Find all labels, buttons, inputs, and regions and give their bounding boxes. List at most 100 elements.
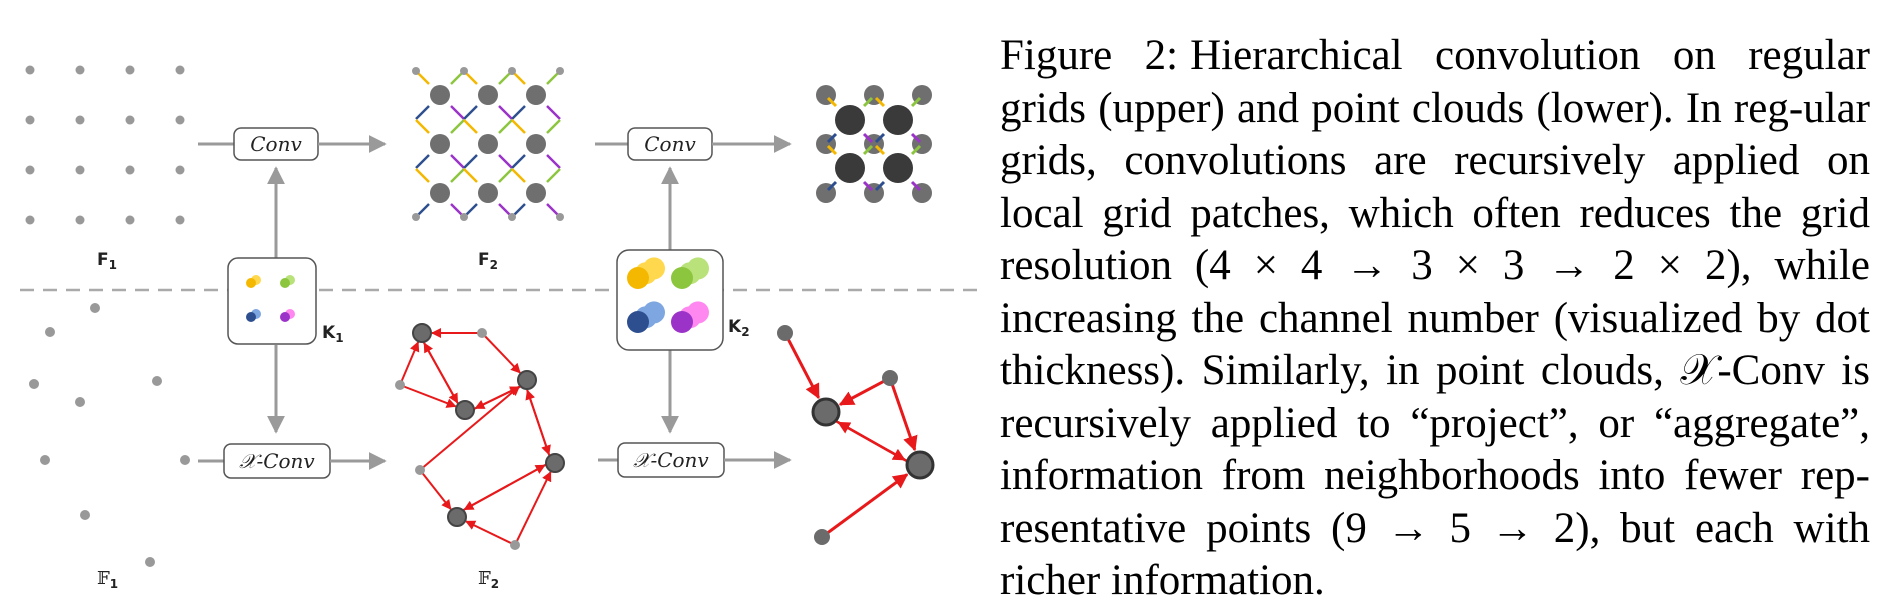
- grid-edge: [874, 132, 886, 144]
- grid-point: [556, 213, 564, 221]
- cloud-point: [90, 303, 100, 313]
- grid-edge: [546, 154, 561, 169]
- grid-edge: [862, 144, 874, 156]
- grid-point: [175, 215, 185, 225]
- aggregation-arrow: [783, 332, 820, 400]
- cloud-point: [811, 397, 841, 427]
- grid-point: [430, 183, 450, 203]
- grid-edge: [862, 96, 874, 108]
- grid-edge: [450, 154, 465, 169]
- cloud-point: [80, 510, 90, 520]
- cloud-point: [40, 455, 50, 465]
- feature-grid-2x2: [816, 85, 932, 203]
- grid-edge: [826, 144, 838, 156]
- kernel-dot: [627, 267, 649, 289]
- cloud-point: [447, 507, 467, 527]
- cloud-point: [180, 455, 190, 465]
- caption-label: Figure 2:: [1000, 32, 1179, 79]
- kernel-k2: K2: [616, 166, 750, 434]
- conv-label-2: Conv: [644, 132, 696, 156]
- grid-edge: [874, 144, 886, 156]
- grid-point: [125, 215, 135, 225]
- grid-point: [175, 65, 185, 75]
- aggregated-point-cloud-5: [395, 323, 565, 550]
- grid-edge: [511, 168, 526, 183]
- grid-point: [125, 115, 135, 125]
- grid-edge: [910, 96, 922, 108]
- aggregation-arrow: [419, 385, 521, 471]
- cloud-point: [152, 376, 162, 386]
- grid-point: [412, 67, 420, 75]
- aggregation-arrow: [481, 332, 521, 374]
- grid-edge: [511, 154, 526, 169]
- kernel-dot: [246, 312, 256, 322]
- grid-edge: [826, 180, 838, 192]
- grid-point: [883, 105, 913, 135]
- aggregation-arrow: [838, 376, 891, 406]
- aggregated-point-cloud-2: [777, 325, 935, 545]
- feature-grid-3x3: [412, 67, 564, 221]
- grid-edge: [463, 119, 478, 134]
- grid-edge: [826, 96, 838, 108]
- grid-point: [508, 67, 516, 75]
- grid-edge: [511, 119, 526, 134]
- feature-label-f1: F1: [97, 250, 117, 272]
- grid-edge: [546, 168, 561, 183]
- kernel-dot: [280, 312, 290, 322]
- cloud-point: [412, 323, 432, 343]
- grid-edge: [498, 154, 513, 169]
- cloud-point: [145, 557, 155, 567]
- grid-point: [75, 115, 85, 125]
- grid-point: [526, 85, 546, 105]
- cloud-point: [905, 450, 935, 480]
- kernel-dot: [671, 311, 693, 333]
- cloud-point: [395, 380, 405, 390]
- grid-edge: [862, 132, 874, 144]
- xconv-label-2: 𝒳-Conv: [633, 448, 709, 472]
- grid-point: [883, 153, 913, 183]
- aggregation-arrow: [525, 389, 554, 465]
- grid-point: [125, 65, 135, 75]
- cloud-point: [75, 397, 85, 407]
- grid-point: [25, 215, 35, 225]
- grid-point: [835, 153, 865, 183]
- aggregation-arrow: [821, 473, 909, 539]
- cloud-point: [455, 400, 475, 420]
- aggregation-arrow: [837, 421, 920, 469]
- kernel-label-k2: K2: [728, 317, 750, 339]
- xconv-operator-1: 𝒳-Conv: [198, 443, 387, 479]
- kernel-label-k1: K1: [322, 323, 344, 345]
- grid-point: [478, 183, 498, 203]
- feature-label-ds-f2: 𝔽2: [478, 568, 499, 591]
- cloud-point: [510, 540, 520, 550]
- aggregation-arrow: [399, 341, 420, 386]
- feature-label-ds-f1: 𝔽1: [97, 568, 118, 591]
- cloud-point: [415, 465, 425, 475]
- cloud-point: [517, 370, 537, 390]
- grid-edge: [463, 154, 478, 169]
- grid-point: [460, 213, 468, 221]
- aggregation-arrow: [465, 520, 516, 546]
- grid-point: [175, 115, 185, 125]
- grid-point: [556, 67, 564, 75]
- grid-point: [526, 134, 546, 154]
- grid-edge: [826, 132, 838, 144]
- input-point-cloud: [29, 303, 190, 567]
- grid-edge: [874, 180, 886, 192]
- input-grid-4x4: [25, 65, 185, 225]
- grid-edge: [546, 119, 561, 134]
- figure-caption: Figure 2:Hierarchical convolution on reg…: [1000, 30, 1870, 608]
- grid-edge: [450, 119, 465, 134]
- cloud-point: [477, 328, 487, 338]
- grid-edge: [463, 105, 478, 120]
- cloud-point: [814, 529, 830, 545]
- grid-point: [125, 165, 135, 175]
- grid-edge: [450, 168, 465, 183]
- xconv-label-1: 𝒳-Conv: [239, 449, 315, 473]
- aggregation-arrow: [514, 471, 552, 546]
- aggregation-arrow: [399, 384, 457, 408]
- grid-edge: [463, 168, 478, 183]
- kernel-dot: [627, 311, 649, 333]
- grid-edge: [415, 168, 430, 183]
- grid-edge: [498, 168, 513, 183]
